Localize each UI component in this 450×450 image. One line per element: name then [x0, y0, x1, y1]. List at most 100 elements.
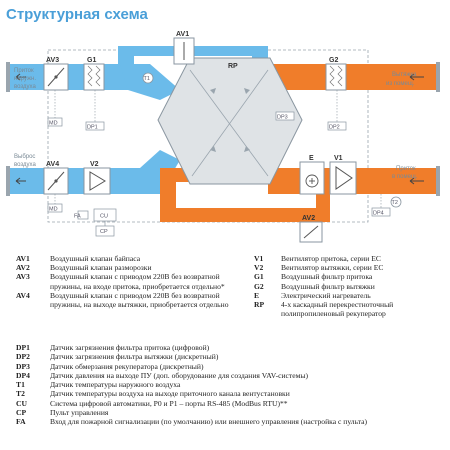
legend-code: T1 — [16, 380, 25, 390]
legend-text: Датчик загрязнения фильтра притока (цифр… — [50, 343, 210, 352]
exhaust-out-duct — [8, 168, 148, 194]
legend-row: AV4 Воздушный клапан с приводом 220В без … — [16, 291, 246, 309]
legend-text: Датчик загрязнения фильтра вытяжки (диск… — [50, 352, 219, 362]
legend-code: DP4 — [16, 370, 30, 380]
t2-sensor — [390, 196, 402, 208]
legend-code: V2 — [254, 263, 264, 273]
legend-code: AV2 — [16, 263, 30, 273]
g2-filter — [325, 63, 347, 91]
legend-code: E — [254, 290, 260, 300]
legend-text: Вентилятор притока, серии EC — [281, 254, 381, 263]
svg-text:G2: G2 — [329, 57, 338, 64]
legend-code: CU — [16, 398, 27, 408]
legend-row: AV1 Воздушный клапан байпаса — [16, 254, 246, 263]
legend-row: RP 4-х каскадный перекрестноточный полипр… — [254, 300, 446, 318]
ventilation-scheme-diagram: RP AV1 AV3 MD G1 DP1 T1 G2 DP2 DP3 AV4 M… — [6, 31, 440, 243]
svg-text:T2: T2 — [392, 200, 398, 206]
legend-code: AV4 — [16, 290, 30, 300]
legend-code: G2 — [254, 281, 264, 291]
v2-fan — [83, 167, 111, 195]
legend-text: Датчик обмерзания рекуператора (дискретн… — [50, 361, 204, 371]
label-supply-out-2: в помещ. — [392, 174, 418, 180]
dp4-sensor — [371, 207, 391, 217]
legend-code: AV1 — [16, 254, 30, 263]
legend-text: Воздушный клапан с приводом 220В без воз… — [50, 290, 229, 310]
svg-text:AV1: AV1 — [176, 31, 189, 38]
rp-recuperator — [157, 57, 303, 185]
label-exhaust-out-2: воздуха — [14, 162, 36, 168]
svg-text:CU: CU — [100, 214, 108, 220]
legend-text: Датчик температуры наружного воздуха — [50, 380, 181, 390]
legend-row: CP Пульт управления — [16, 408, 446, 417]
legend-row: DP3 Датчик обмерзания рекуператора (дискр… — [16, 362, 446, 371]
legend-text: Воздушный фильтр притока — [281, 272, 373, 282]
legend-text: 4-х каскадный перекрестноточный полипроп… — [281, 300, 394, 319]
svg-text:DP3: DP3 — [277, 115, 288, 121]
label-exhaust-out-1: Выброс — [14, 154, 35, 160]
label-supply-in-1: Приток — [14, 68, 34, 74]
legend-row: G2 Воздушный фильтр вытяжки — [254, 282, 446, 291]
legend-code: CP — [16, 408, 27, 418]
legend-row: E Электрический нагреватель — [254, 291, 446, 300]
legend-code: T2 — [16, 389, 25, 399]
extract-intake-duct — [258, 64, 438, 90]
legend-text: Датчик давления на выходе ПУ (доп. обору… — [50, 370, 309, 380]
defrost-duct — [160, 168, 190, 220]
rp-label: RP — [228, 63, 238, 70]
legend-row: FA Вход для пожарной сигнализации (по умо… — [16, 417, 446, 426]
legend-code: RP — [254, 300, 265, 310]
legend-code: G1 — [254, 272, 264, 282]
legend-row: V2 Вентилятор вытяжки, серии EC — [254, 263, 446, 272]
legend-code: DP2 — [16, 352, 30, 362]
legend-text: Вентилятор вытяжки, серии EC — [281, 263, 384, 273]
legend-code: DP1 — [16, 343, 30, 352]
legend-code: DP3 — [16, 361, 30, 371]
legend-row: AV2 Воздушный клапан разморозки — [16, 263, 246, 272]
defrost-lower-duct — [160, 208, 330, 222]
label-extract-in-1: Вытяжка — [392, 72, 417, 78]
svg-text:DP4: DP4 — [373, 211, 384, 217]
svg-text:E: E — [309, 155, 314, 162]
legend-code: AV3 — [16, 272, 30, 282]
svg-text:AV3: AV3 — [46, 57, 59, 64]
legend-code: V1 — [254, 254, 264, 263]
label-supply-in-2: наружн. — [14, 76, 36, 82]
dp3-sensor — [275, 111, 295, 121]
defrost-riser-duct — [316, 190, 330, 222]
g1-filter — [83, 63, 105, 91]
legend-row: G1 Воздушный фильтр притока — [254, 272, 446, 281]
legend-text: Система цифровой автоматики, P0 и P1 – п… — [50, 398, 288, 408]
legend-bottom: DP1 Датчик загрязнения фильтра притока (ц… — [16, 343, 446, 427]
svg-text:CP: CP — [100, 229, 108, 235]
legend-row: CU Система цифровой автоматики, P0 и P1 –… — [16, 399, 446, 408]
legend-text: Пульт управления — [50, 408, 109, 418]
legend-text: Воздушный клапан байпаса — [50, 254, 141, 263]
svg-text:MD: MD — [49, 121, 58, 127]
legend-row: T2 Датчик температуры воздуха на выходе п… — [16, 389, 446, 398]
legend-text: Воздушный фильтр вытяжки — [281, 281, 375, 291]
svg-text:AV4: AV4 — [46, 161, 59, 168]
legend-text: Электрический нагреватель — [281, 290, 371, 300]
legend-text: Воздушный клапан с приводом 220В без воз… — [50, 272, 225, 291]
legend-code: FA — [16, 417, 26, 427]
svg-text:V1: V1 — [334, 155, 343, 162]
fa-input — [77, 210, 89, 220]
legend-row: DP4 Датчик давления на выходе ПУ (доп. об… — [16, 371, 446, 380]
t1-sensor — [142, 72, 154, 84]
svg-text:G1: G1 — [87, 57, 96, 64]
legend-row: T1 Датчик температуры наружного воздуха — [16, 380, 446, 389]
svg-text:FA: FA — [74, 214, 81, 220]
svg-text:MD: MD — [49, 207, 58, 213]
label-extract-in-2: из помещ. — [386, 81, 415, 87]
legend-text: Воздушный клапан разморозки — [50, 263, 152, 273]
legend-row: DP2 Датчик загрязнения фильтра вытяжки (д… — [16, 352, 446, 361]
svg-text:T1: T1 — [144, 76, 150, 82]
legend-text: Датчик температуры воздуха на выходе при… — [50, 389, 290, 399]
label-supply-out-1: Приток — [396, 166, 416, 172]
page-title: Структурная схема — [6, 6, 148, 23]
svg-text:DP1: DP1 — [87, 125, 98, 131]
legend-text: Вход для пожарной сигнализации (по умолч… — [50, 417, 368, 427]
svg-text:AV2: AV2 — [302, 215, 315, 222]
svg-text:V2: V2 — [90, 161, 99, 168]
